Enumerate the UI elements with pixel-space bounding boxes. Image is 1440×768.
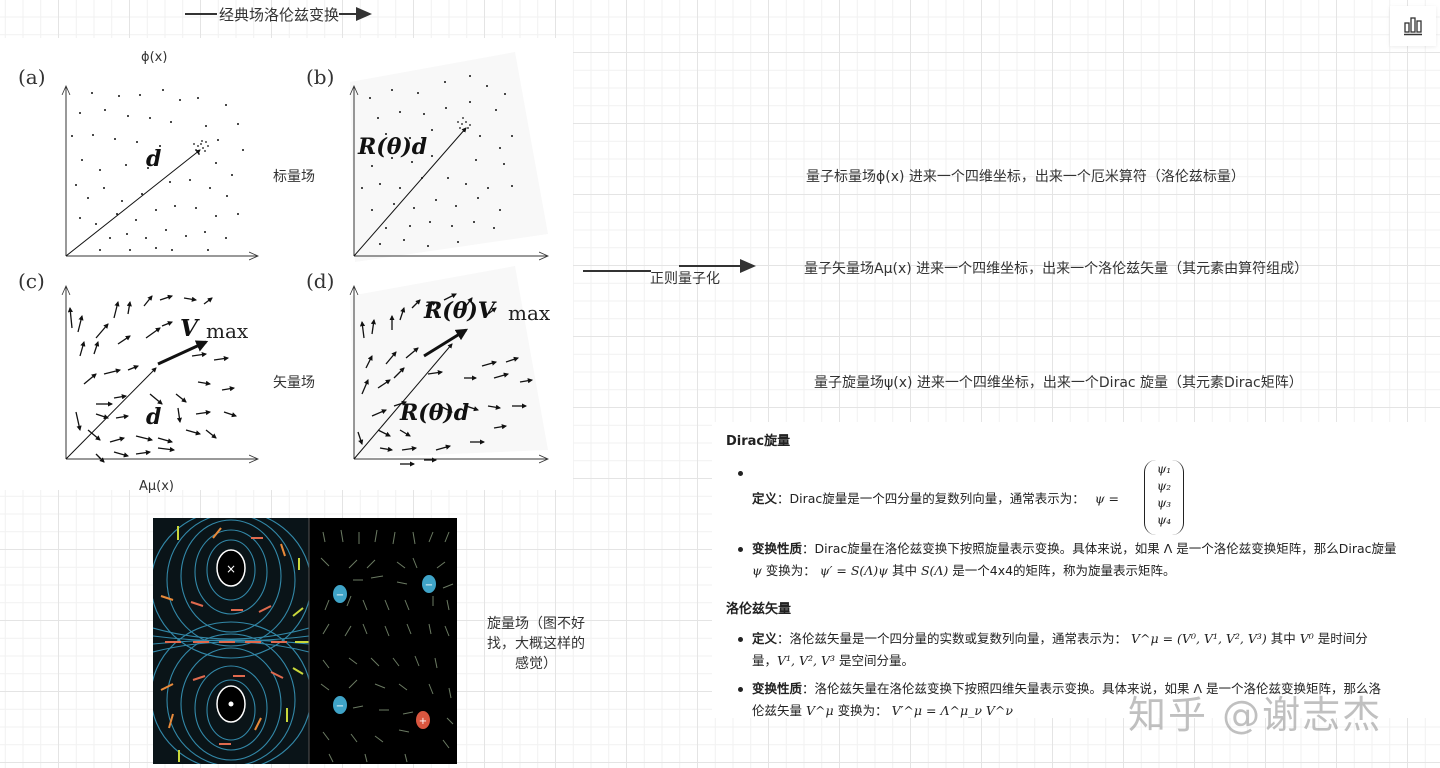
- lorentz-vector-heading: 洛伦兹矢量: [726, 602, 792, 617]
- panel-a-tag: (a): [18, 65, 46, 89]
- spinor-field-caption: 旋量场（图不好 找，大概这样的 感觉）: [480, 614, 592, 674]
- panel-d-tag: (d): [306, 269, 334, 293]
- chart-view-button[interactable]: [1390, 6, 1436, 46]
- scalar-field-symbol: ϕ(x): [141, 50, 168, 65]
- classical-arrow-line-right: [339, 13, 361, 15]
- list-item: 变换性质：洛伦兹矢量在洛伦兹变换下按照四维矢量表示变换。具体来说，如果 Λ 是一…: [738, 678, 1434, 722]
- svg-text:−: −: [336, 701, 344, 712]
- quantum-spinor-field-text: 量子旋量场ψ(x) 进来一个四维坐标，出来一个Dirac 旋量（其元素Dirac…: [814, 375, 1303, 391]
- lorentz-vector-list: 定义：洛伦兹矢量是一个四分量的实数或复数列向量，通常表示为： V^μ = (V⁰…: [738, 628, 1434, 722]
- dirac-spinor-list: 定义：Dirac旋量是一个四分量的复数列向量，通常表示为： ψ = ψ₁ ψ₂ …: [738, 460, 1434, 582]
- term-definition: 定义: [752, 491, 778, 506]
- classical-transform-title: 经典场洛伦兹变换: [219, 6, 340, 24]
- classical-field-figure: d (a) R(θ)d (b) V max: [0, 38, 573, 490]
- quantization-arrow-line-left: [583, 270, 651, 272]
- spinor-field-svg: × − − − +: [150, 509, 457, 768]
- psi-column-vector: ψ₁ ψ₂ ψ₃ ψ₄: [1144, 460, 1184, 535]
- vector-field-symbol: Aμ(x): [139, 479, 175, 494]
- panel-d-vector-label: R(θ)d: [399, 400, 469, 426]
- panel-b-vector-label: R(θ)d: [357, 134, 427, 160]
- caption-line-3: 感觉）: [515, 656, 557, 672]
- watermark: 知乎 @谢志杰: [1128, 693, 1383, 737]
- dirac-spinor-heading: Dirac旋量: [726, 434, 791, 449]
- list-item: 定义：Dirac旋量是一个四分量的复数列向量，通常表示为： ψ = ψ₁ ψ₂ …: [738, 460, 1434, 536]
- panel-d-vmax-label: R(θ)V: [423, 298, 497, 324]
- quantization-arrow-line-right: [679, 265, 743, 267]
- arrow-head-icon: [356, 7, 372, 21]
- svg-text:+: +: [419, 716, 427, 727]
- quantum-scalar-field-text: 量子标量场ϕ(x) 进来一个四维坐标，出来一个厄米算符（洛伦兹标量）: [806, 169, 1245, 185]
- caption-line-2: 找，大概这样的: [487, 636, 585, 652]
- definition-panel: Dirac旋量 定义：Dirac旋量是一个四分量的复数列向量，通常表示为： ψ …: [712, 422, 1440, 718]
- vector-field-label: 矢量场: [273, 375, 315, 391]
- panel-c-tag: (c): [18, 269, 45, 293]
- svg-text:×: ×: [226, 562, 236, 576]
- scalar-field-label: 标量场: [273, 169, 315, 185]
- svg-text:V: V: [180, 315, 200, 342]
- list-item: 定义：洛伦兹矢量是一个四分量的实数或复数列向量，通常表示为： V^μ = (V⁰…: [738, 628, 1434, 672]
- svg-text:max: max: [206, 319, 249, 343]
- quantization-label: 正则量子化: [650, 271, 720, 287]
- svg-text:max: max: [508, 301, 551, 325]
- arrow-head-icon: [740, 259, 756, 273]
- panel-a-vector-label: d: [146, 146, 161, 172]
- quantum-vector-field-text: 量子矢量场Aμ(x) 进来一个四维坐标，出来一个洛伦兹矢量（其元素由算符组成）: [804, 261, 1309, 277]
- svg-text:−: −: [336, 590, 344, 601]
- classical-arrow-line-left: [185, 13, 217, 15]
- bar-chart-icon: [1404, 17, 1422, 36]
- panel-c-vector-label: d: [146, 404, 161, 430]
- caption-line-1: 旋量场（图不好: [487, 616, 585, 632]
- list-item: 变换性质：Dirac旋量在洛伦兹变换下按照旋量表示变换。具体来说，如果 Λ 是一…: [738, 538, 1434, 582]
- panel-b-tag: (b): [306, 65, 334, 89]
- spinor-field-image: × − − − +: [150, 509, 457, 768]
- psi-equals: ψ =: [1094, 491, 1120, 506]
- field-panels-svg: d (a) R(θ)d (b) V max: [18, 52, 551, 467]
- svg-text:−: −: [425, 580, 433, 591]
